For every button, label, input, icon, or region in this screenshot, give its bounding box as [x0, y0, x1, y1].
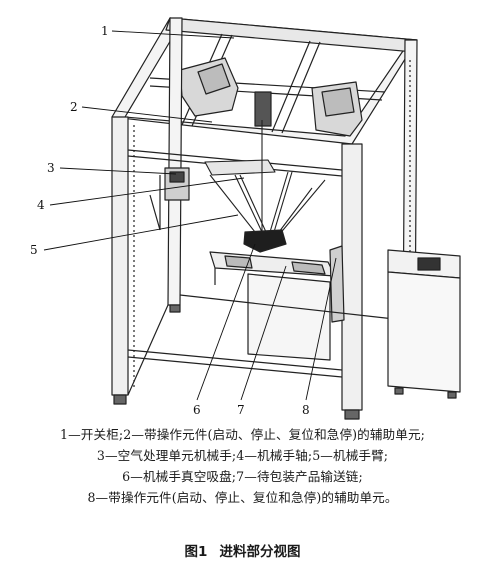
upper-module-left	[179, 57, 239, 117]
leader-7	[240, 265, 287, 401]
upper-module-right	[311, 81, 363, 137]
leader-8	[305, 257, 337, 401]
axis-motor	[254, 91, 272, 127]
legend-line-3: 6—机械手真空吸盘;7—待包装产品输送链;	[122, 469, 363, 484]
post-front-left	[111, 116, 129, 396]
leader-4	[49, 177, 245, 206]
figure-caption: 图1 进料部分视图	[0, 540, 485, 560]
callout-1: 1	[101, 24, 109, 38]
leader-6	[196, 243, 256, 401]
machine-line-drawing: 1 2 3 4 5 6 7 8	[30, 17, 461, 420]
vacuum-gripper	[243, 229, 287, 253]
callout-3: 3	[47, 161, 55, 175]
leader-3	[59, 167, 177, 175]
callout-7: 7	[237, 403, 245, 417]
callout-4: 4	[37, 198, 45, 212]
conveyor	[209, 251, 336, 290]
leader-5	[43, 214, 239, 251]
leader-2	[81, 106, 213, 123]
post-front-right	[341, 143, 363, 411]
legend: 1—开关柜;2—带操作元件(启动、停止、复位和急停)的辅助单元; 3—空气处理单…	[0, 424, 485, 508]
callout-8: 8	[302, 403, 310, 417]
leader-1	[111, 30, 235, 39]
callout-6: 6	[193, 403, 201, 417]
legend-line-2: 3—空气处理单元机械手;4—机械手轴;5—机械手臂;	[96, 448, 389, 463]
base-cabinet	[247, 273, 331, 361]
post-back-left	[167, 17, 183, 306]
side-auxiliary-unit	[387, 249, 461, 399]
legend-line-1: 1—开关柜;2—带操作元件(启动、停止、复位和急停)的辅助单元;	[60, 427, 425, 442]
callout-5: 5	[30, 243, 38, 257]
callout-2: 2	[70, 100, 78, 114]
caption-number: 图1	[184, 544, 208, 560]
legend-line-4: 8—带操作元件(启动、停止、复位和急停)的辅助单元。	[87, 490, 398, 505]
robot-arms	[204, 120, 326, 237]
control-box	[329, 245, 345, 323]
caption-title: 进料部分视图	[219, 544, 301, 560]
